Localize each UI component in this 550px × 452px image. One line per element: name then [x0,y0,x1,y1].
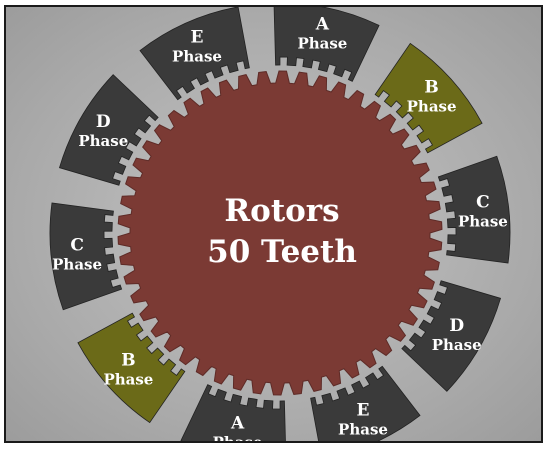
phase-word-label: Phase [172,48,222,66]
phase-letter-label: C [476,193,490,213]
phase-word-label: Phase [103,371,153,389]
rotor-gear [117,70,443,396]
phase-word-label: Phase [297,35,347,53]
stator-pole-d [58,74,159,186]
phase-letter-label: D [96,112,111,132]
rotor-title: Rotors [224,193,339,229]
phase-labels: APhaseBPhaseCPhaseDPhaseEPhaseAPhaseBPha… [52,15,508,442]
rotor-teeth-count: 50 Teeth [207,234,357,270]
phase-letter-label: E [191,28,204,48]
phase-word-label: Phase [432,336,482,354]
phase-letter-label: A [315,15,330,35]
phase-letter-label: C [70,235,84,255]
stator-pole-d [401,280,502,392]
phase-letter-label: E [357,400,370,420]
phase-word-label: Phase [407,98,457,116]
phase-word-label: Phase [213,434,263,442]
stator-pole-c [49,202,123,311]
diagram-frame: APhaseBPhaseCPhaseDPhaseEPhaseAPhaseBPha… [4,5,543,443]
phase-word-label: Phase [78,132,128,150]
stator-pole-a [273,7,380,82]
stator-pole-b [77,312,186,424]
stator-pole-e [139,7,250,101]
stepper-motor-diagram: APhaseBPhaseCPhaseDPhaseEPhaseAPhaseBPha… [49,7,511,442]
stator-pole-a [180,384,286,441]
phase-letter-label: B [121,351,135,371]
phase-letter-label: D [449,316,464,336]
phase-word-label: Phase [52,255,102,273]
stator-pole-e [310,365,421,441]
phase-word-label: Phase [338,420,388,438]
stator-pole-b [374,42,483,154]
phase-letter-label: A [230,414,245,434]
phase-word-label: Phase [458,213,508,231]
phase-letter-label: B [424,78,438,98]
stator-poles [49,7,511,441]
stator-pole-c [437,155,511,264]
